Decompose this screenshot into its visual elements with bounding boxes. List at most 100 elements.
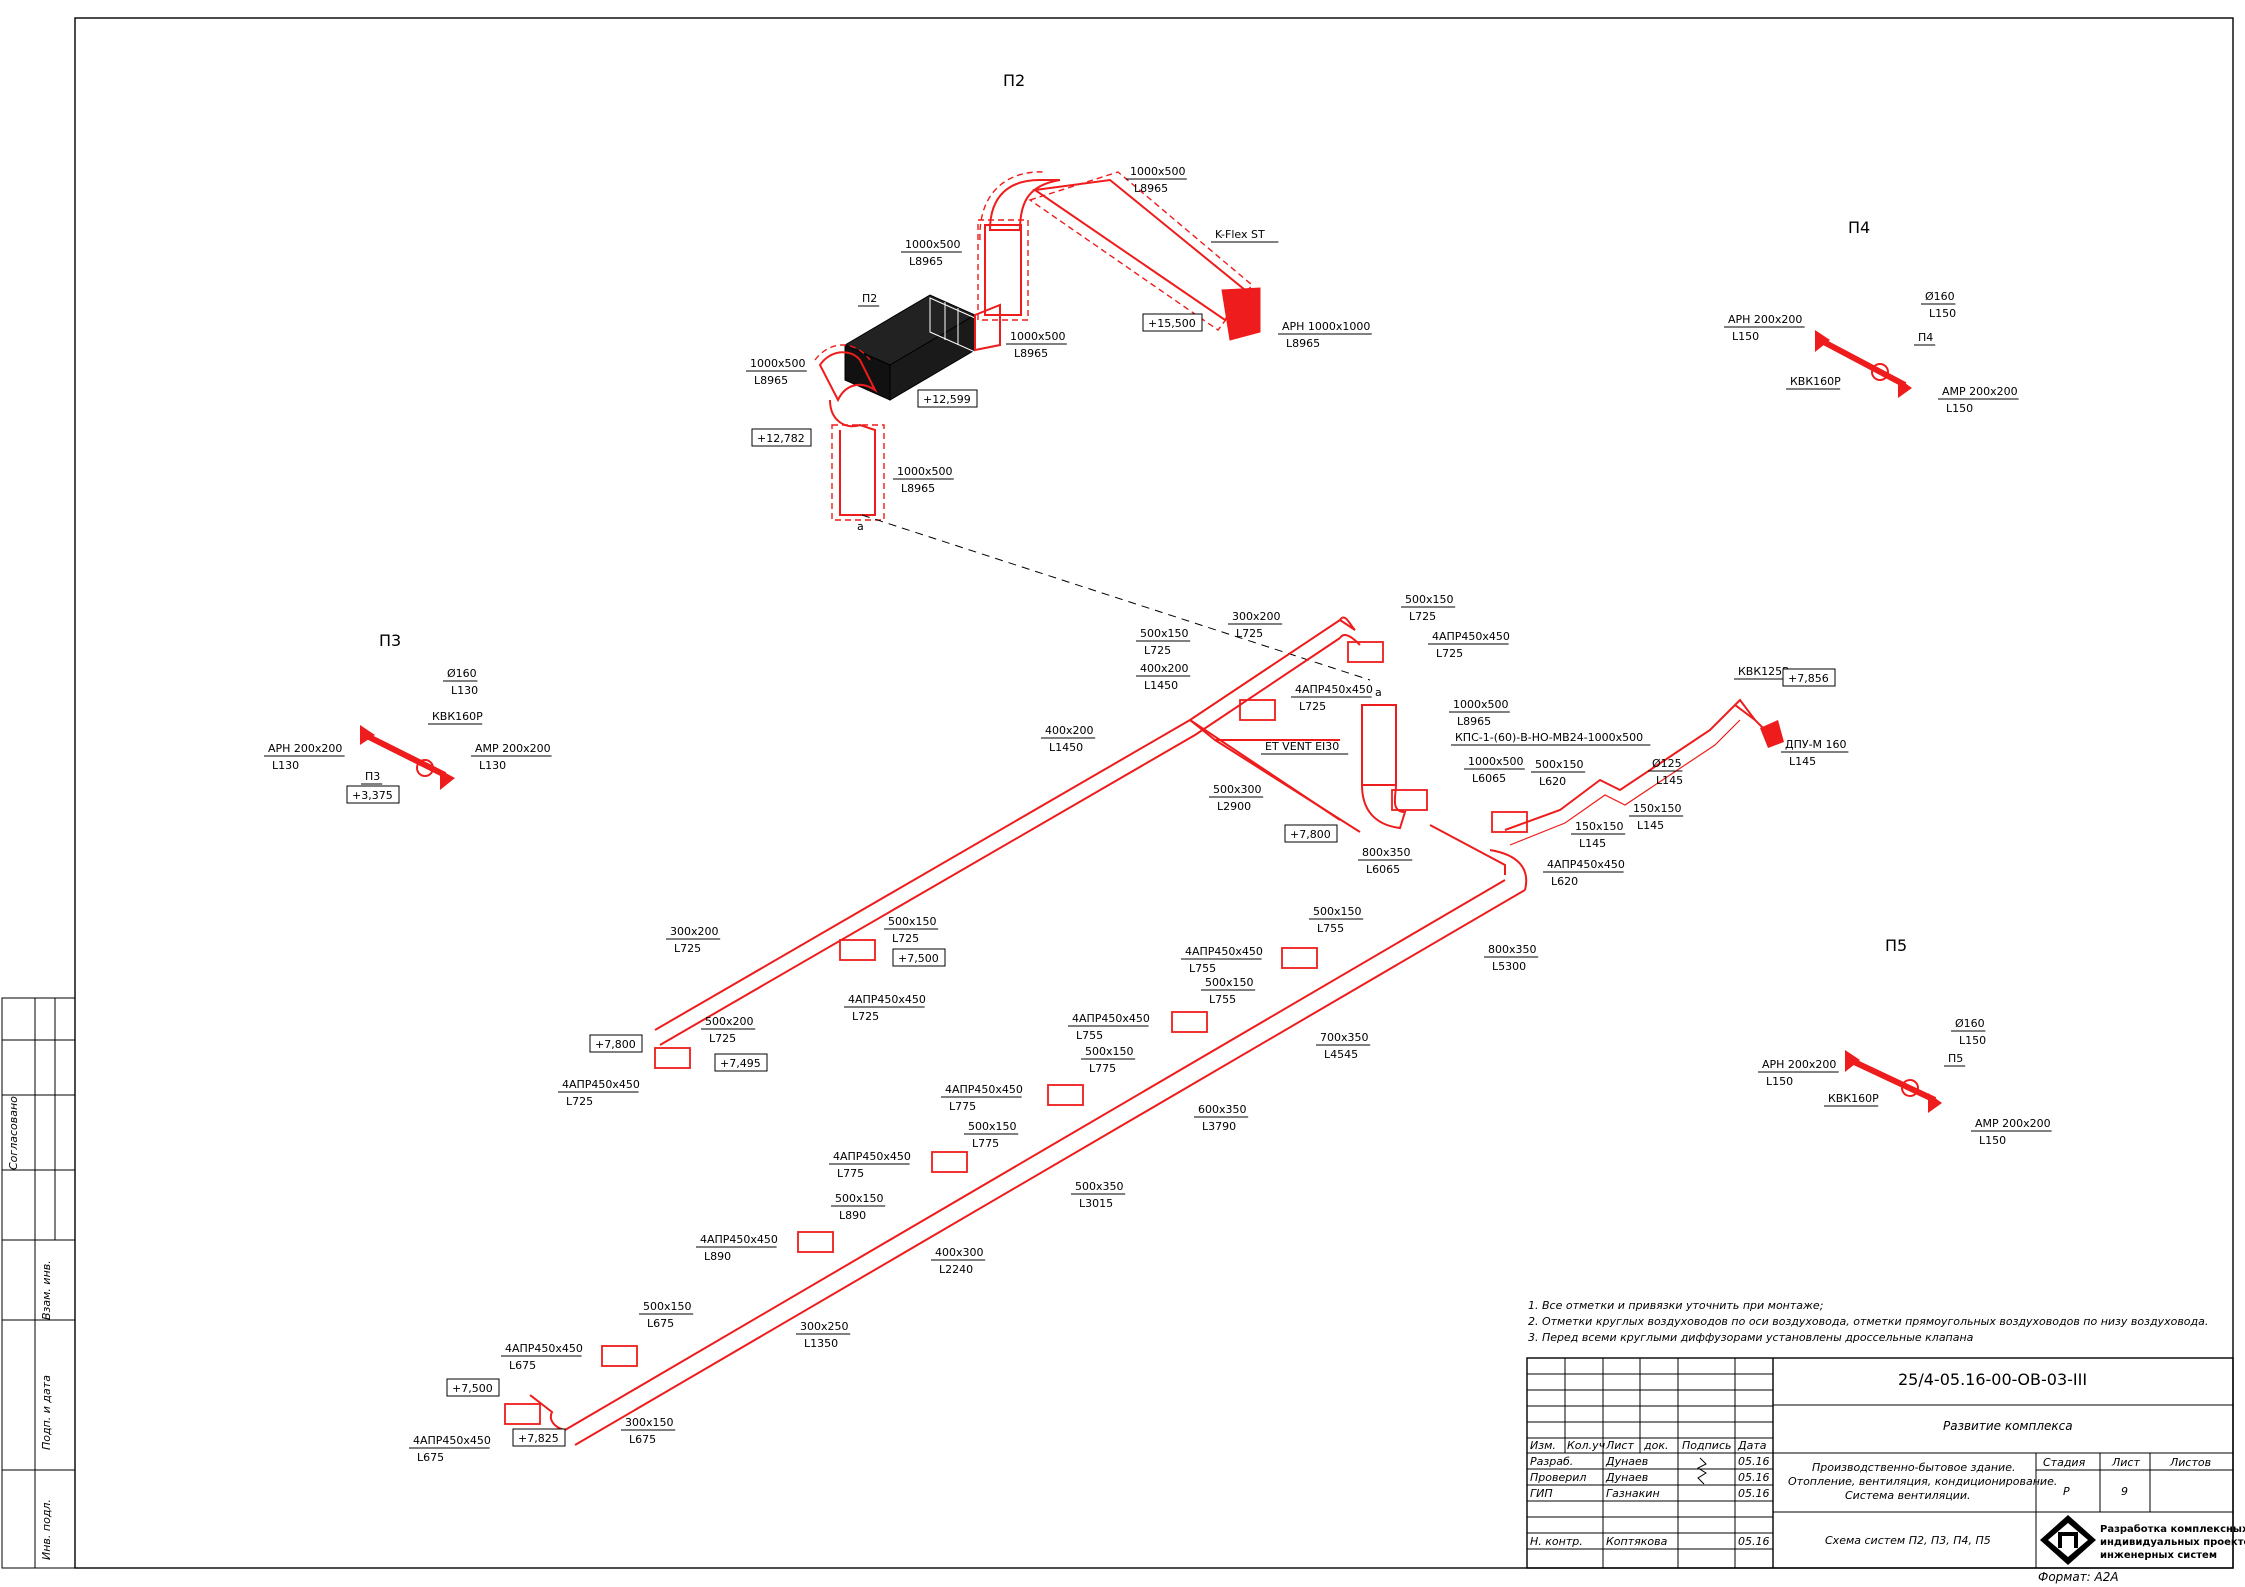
tb-role: Разраб.	[1530, 1455, 1573, 1468]
tb-stage-header: Стадия	[2043, 1456, 2086, 1469]
elevation-box	[446, 1378, 500, 1397]
side-stamp-row: Инв. подл.	[40, 1499, 53, 1560]
duct-label-size: 4АПР450x450	[848, 993, 926, 1006]
duct-label-length: L6065	[1366, 863, 1400, 876]
duct-label-size: 500x350	[1075, 1180, 1124, 1193]
duct-label-length: L8965	[754, 374, 788, 387]
duct-label-length: L150	[1959, 1034, 1986, 1047]
note-line: 1. Все отметки и привязки уточнить при м…	[1528, 1299, 1823, 1312]
duct-label-size: 4АПР450x450	[505, 1342, 583, 1355]
duct-label-length: L775	[1089, 1062, 1116, 1075]
duct-label-length: L145	[1789, 755, 1816, 768]
duct-label-size: 300x150	[625, 1416, 674, 1429]
company-name: Разработка комплексных	[2100, 1523, 2245, 1535]
duct-label-size: ДПУ-М 160	[1785, 738, 1847, 751]
tb-header: Кол.уч	[1567, 1439, 1606, 1452]
duct-label-size: 700x350	[1320, 1031, 1369, 1044]
duct-label-length: L2240	[939, 1263, 973, 1276]
duct-label-size: 4АПР450x450	[413, 1434, 491, 1447]
duct-label-size: КВК125Р	[1738, 665, 1789, 678]
duct-label-length: L145	[1656, 774, 1683, 787]
duct-label-length: L725	[892, 932, 919, 945]
duct-label-size: Ø125	[1652, 757, 1682, 770]
duct-label-size: 500x300	[1213, 783, 1262, 796]
tb-header: Подпись	[1682, 1439, 1731, 1452]
duct-label-length: L6065	[1472, 772, 1506, 785]
tb-date: 05.16	[1738, 1471, 1770, 1484]
side-stamp-row: Подп. и дата	[40, 1375, 53, 1450]
system-p5-unit	[1845, 1050, 1942, 1113]
elevation-box	[1284, 824, 1338, 843]
duct-label-length: L725	[709, 1032, 736, 1045]
duct-label-size: 500x150	[1535, 758, 1584, 771]
duct-label-length: L2900	[1217, 800, 1251, 813]
duct-label-length: L675	[509, 1359, 536, 1372]
elevation-mark: +7,825	[518, 1432, 559, 1445]
elevation-box	[589, 1034, 643, 1053]
duct-label-size: АРН 200x200	[268, 742, 342, 755]
tb-description: Отопление, вентиляция, кондиционирование…	[1788, 1475, 2057, 1488]
duct-label-length: L145	[1637, 819, 1664, 832]
duct-label-size: Ø160	[1955, 1017, 1985, 1030]
duct-label-size: 1000x500	[1130, 165, 1186, 178]
elevation-box	[1142, 313, 1203, 332]
elevation-box	[892, 948, 946, 967]
duct-label-size: 4АПР450x450	[1185, 945, 1263, 958]
duct-label-size: АРН 200x200	[1728, 313, 1802, 326]
tb-header: Дата	[1737, 1439, 1767, 1452]
duct-label-size: Ø160	[447, 667, 477, 680]
drawing-code: 25/4-05.16-00-ОВ-03-III	[1898, 1370, 2087, 1389]
duct-label-length: L890	[704, 1250, 731, 1263]
duct-label-size: 500x150	[1140, 627, 1189, 640]
duct-label-length: L130	[451, 684, 478, 697]
duct-label-length: L775	[837, 1167, 864, 1180]
side-stamp-row: Согласовано	[7, 1096, 20, 1170]
duct-label-length: L1450	[1144, 679, 1178, 692]
tb-name: Коптякова	[1606, 1535, 1668, 1548]
company-name: инженерных систем	[2100, 1550, 2217, 1561]
elevation-mark: +7,500	[898, 952, 939, 965]
duct-label-size: 300x200	[670, 925, 719, 938]
tb-header: Изм.	[1530, 1439, 1556, 1452]
note-line: 3. Перед всеми круглыми диффузорами уста…	[1528, 1331, 1974, 1344]
signature	[1696, 1457, 1707, 1485]
duct-label: П4	[1914, 331, 1936, 346]
tb-role: Н. контр.	[1530, 1535, 1583, 1548]
duct-label-size: АРН 200x200	[1762, 1058, 1836, 1071]
duct-label-length: L725	[1299, 700, 1326, 713]
notes: 1. Все отметки и привязки уточнить при м…	[1528, 1299, 2208, 1344]
elevation-mark: +7,500	[452, 1382, 493, 1395]
elevation-marks: +15,500+12,599+12,782+7,856+7,800+7,500+…	[346, 313, 1836, 1447]
system-p4-unit	[1815, 330, 1912, 398]
tb-date: 05.16	[1738, 1455, 1770, 1468]
duct-label: КВК160Р	[1824, 1092, 1879, 1107]
sheet-frame	[74, 17, 2234, 1569]
duct-label-size: 4АПР450x450	[1295, 683, 1373, 696]
duct-label-length: L8965	[901, 482, 935, 495]
duct-label-length: L150	[1766, 1075, 1793, 1088]
duct-label-size: 1000x500	[905, 238, 961, 251]
duct-label-size: 1000x500	[897, 465, 953, 478]
duct-label-size: КВК160Р	[432, 710, 483, 723]
